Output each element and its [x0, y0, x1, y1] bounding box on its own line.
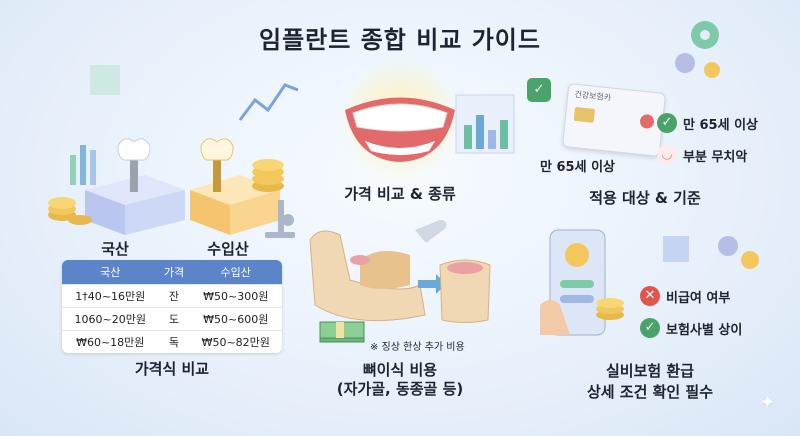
check-icon: ✓: [640, 318, 660, 338]
eligibility-item: ✓ 만 65세 이상: [657, 113, 758, 133]
card-label: 만 65세 이상: [540, 160, 615, 175]
center-top-caption: 가격 비교 & 종류: [344, 185, 456, 203]
bone-graft-note: ※ 징상 한상 추가 비용: [370, 342, 465, 353]
eligibility-text: 만 65세 이상: [683, 117, 758, 133]
right-bottom-caption-1: 실비보험 환급: [605, 362, 695, 380]
left-caption: 가격식 비교: [134, 360, 210, 378]
right-top-caption: 적용 대상 & 기준: [589, 189, 701, 207]
refund-text: 보험사별 상이: [666, 322, 743, 338]
table-cell: 독: [158, 330, 190, 353]
table-header: 수입산: [189, 260, 282, 285]
check-icon: ✓: [527, 78, 551, 102]
cube-icon: [663, 236, 689, 262]
domestic-implant-icon: [85, 138, 185, 235]
table-cell: ₩50~600원: [189, 307, 282, 331]
imported-label: 수입산: [207, 240, 249, 258]
page-title: 임플란트 종합 비교 가이드: [259, 26, 541, 54]
refund-item: ✕ 비급여 여부: [640, 286, 730, 306]
seal-icon: [639, 113, 655, 130]
bar-chart-icon: [70, 145, 96, 185]
gear-icon: [675, 21, 720, 78]
domestic-label: 국산: [101, 240, 129, 258]
table-cell: ₩50~300원: [189, 284, 282, 308]
table-cell: ₩50~82만원: [189, 330, 282, 353]
price-comparison-table: 국산 가격 수입산 1†40~16만원 잔 ₩50~300원 1060~20만원…: [62, 260, 282, 353]
implant-illustration: [48, 65, 299, 238]
coin-stack-icon: [252, 159, 284, 192]
refund-item: ✓ 보험사별 상이: [640, 318, 742, 338]
check-icon: ✓: [657, 113, 677, 133]
cross-icon: ✕: [640, 286, 660, 306]
gear-icon: [718, 236, 759, 269]
table-cell: 1060~20만원: [62, 307, 159, 331]
sparkle-icon: ✦: [760, 392, 776, 413]
right-bottom-caption-2: 상세 조건 확인 필수: [586, 383, 714, 401]
tooth-icon: ◡: [657, 145, 677, 165]
table-header: 국산: [62, 260, 159, 285]
table-row: 1060~20만원 도 ₩50~600원: [62, 307, 282, 331]
table-header: 가격: [158, 260, 190, 285]
center-bottom-caption-1: 뼈이식 비용: [362, 361, 438, 379]
table-cell: 도: [158, 307, 190, 331]
table-cell: ₩60~18만원: [62, 330, 159, 353]
smile-illustration: [338, 58, 462, 182]
coin-stack-icon: [48, 197, 92, 225]
eligibility-text: 부분 무치악: [683, 149, 748, 165]
arrow-icon: [418, 274, 446, 294]
refund-text: 비급여 여부: [666, 290, 731, 306]
microscope-icon: [265, 200, 295, 238]
chip-icon: [573, 106, 596, 123]
line-chart-icon: [238, 83, 299, 121]
center-bottom-caption-2: (자가골, 동종골 등): [336, 380, 464, 398]
table-row: 1†40~16만원 잔 ₩50~300원: [62, 284, 282, 308]
bone-graft-illustration: [309, 220, 491, 323]
insurance-card: 건강보험카: [561, 83, 667, 157]
table-cell: 잔: [158, 284, 190, 308]
table-cell: 1†40~16만원: [62, 284, 159, 308]
phone-hand-illustration: [540, 229, 624, 336]
eligibility-item: ◡ 부분 무치악: [657, 145, 747, 165]
bar-chart-icon: [455, 94, 515, 154]
cash-bundle-icon: [319, 321, 365, 343]
spoon-icon: [415, 220, 447, 243]
cube-icon: [90, 65, 120, 95]
table-row: ₩60~18만원 독 ₩50~82만원: [62, 330, 282, 353]
